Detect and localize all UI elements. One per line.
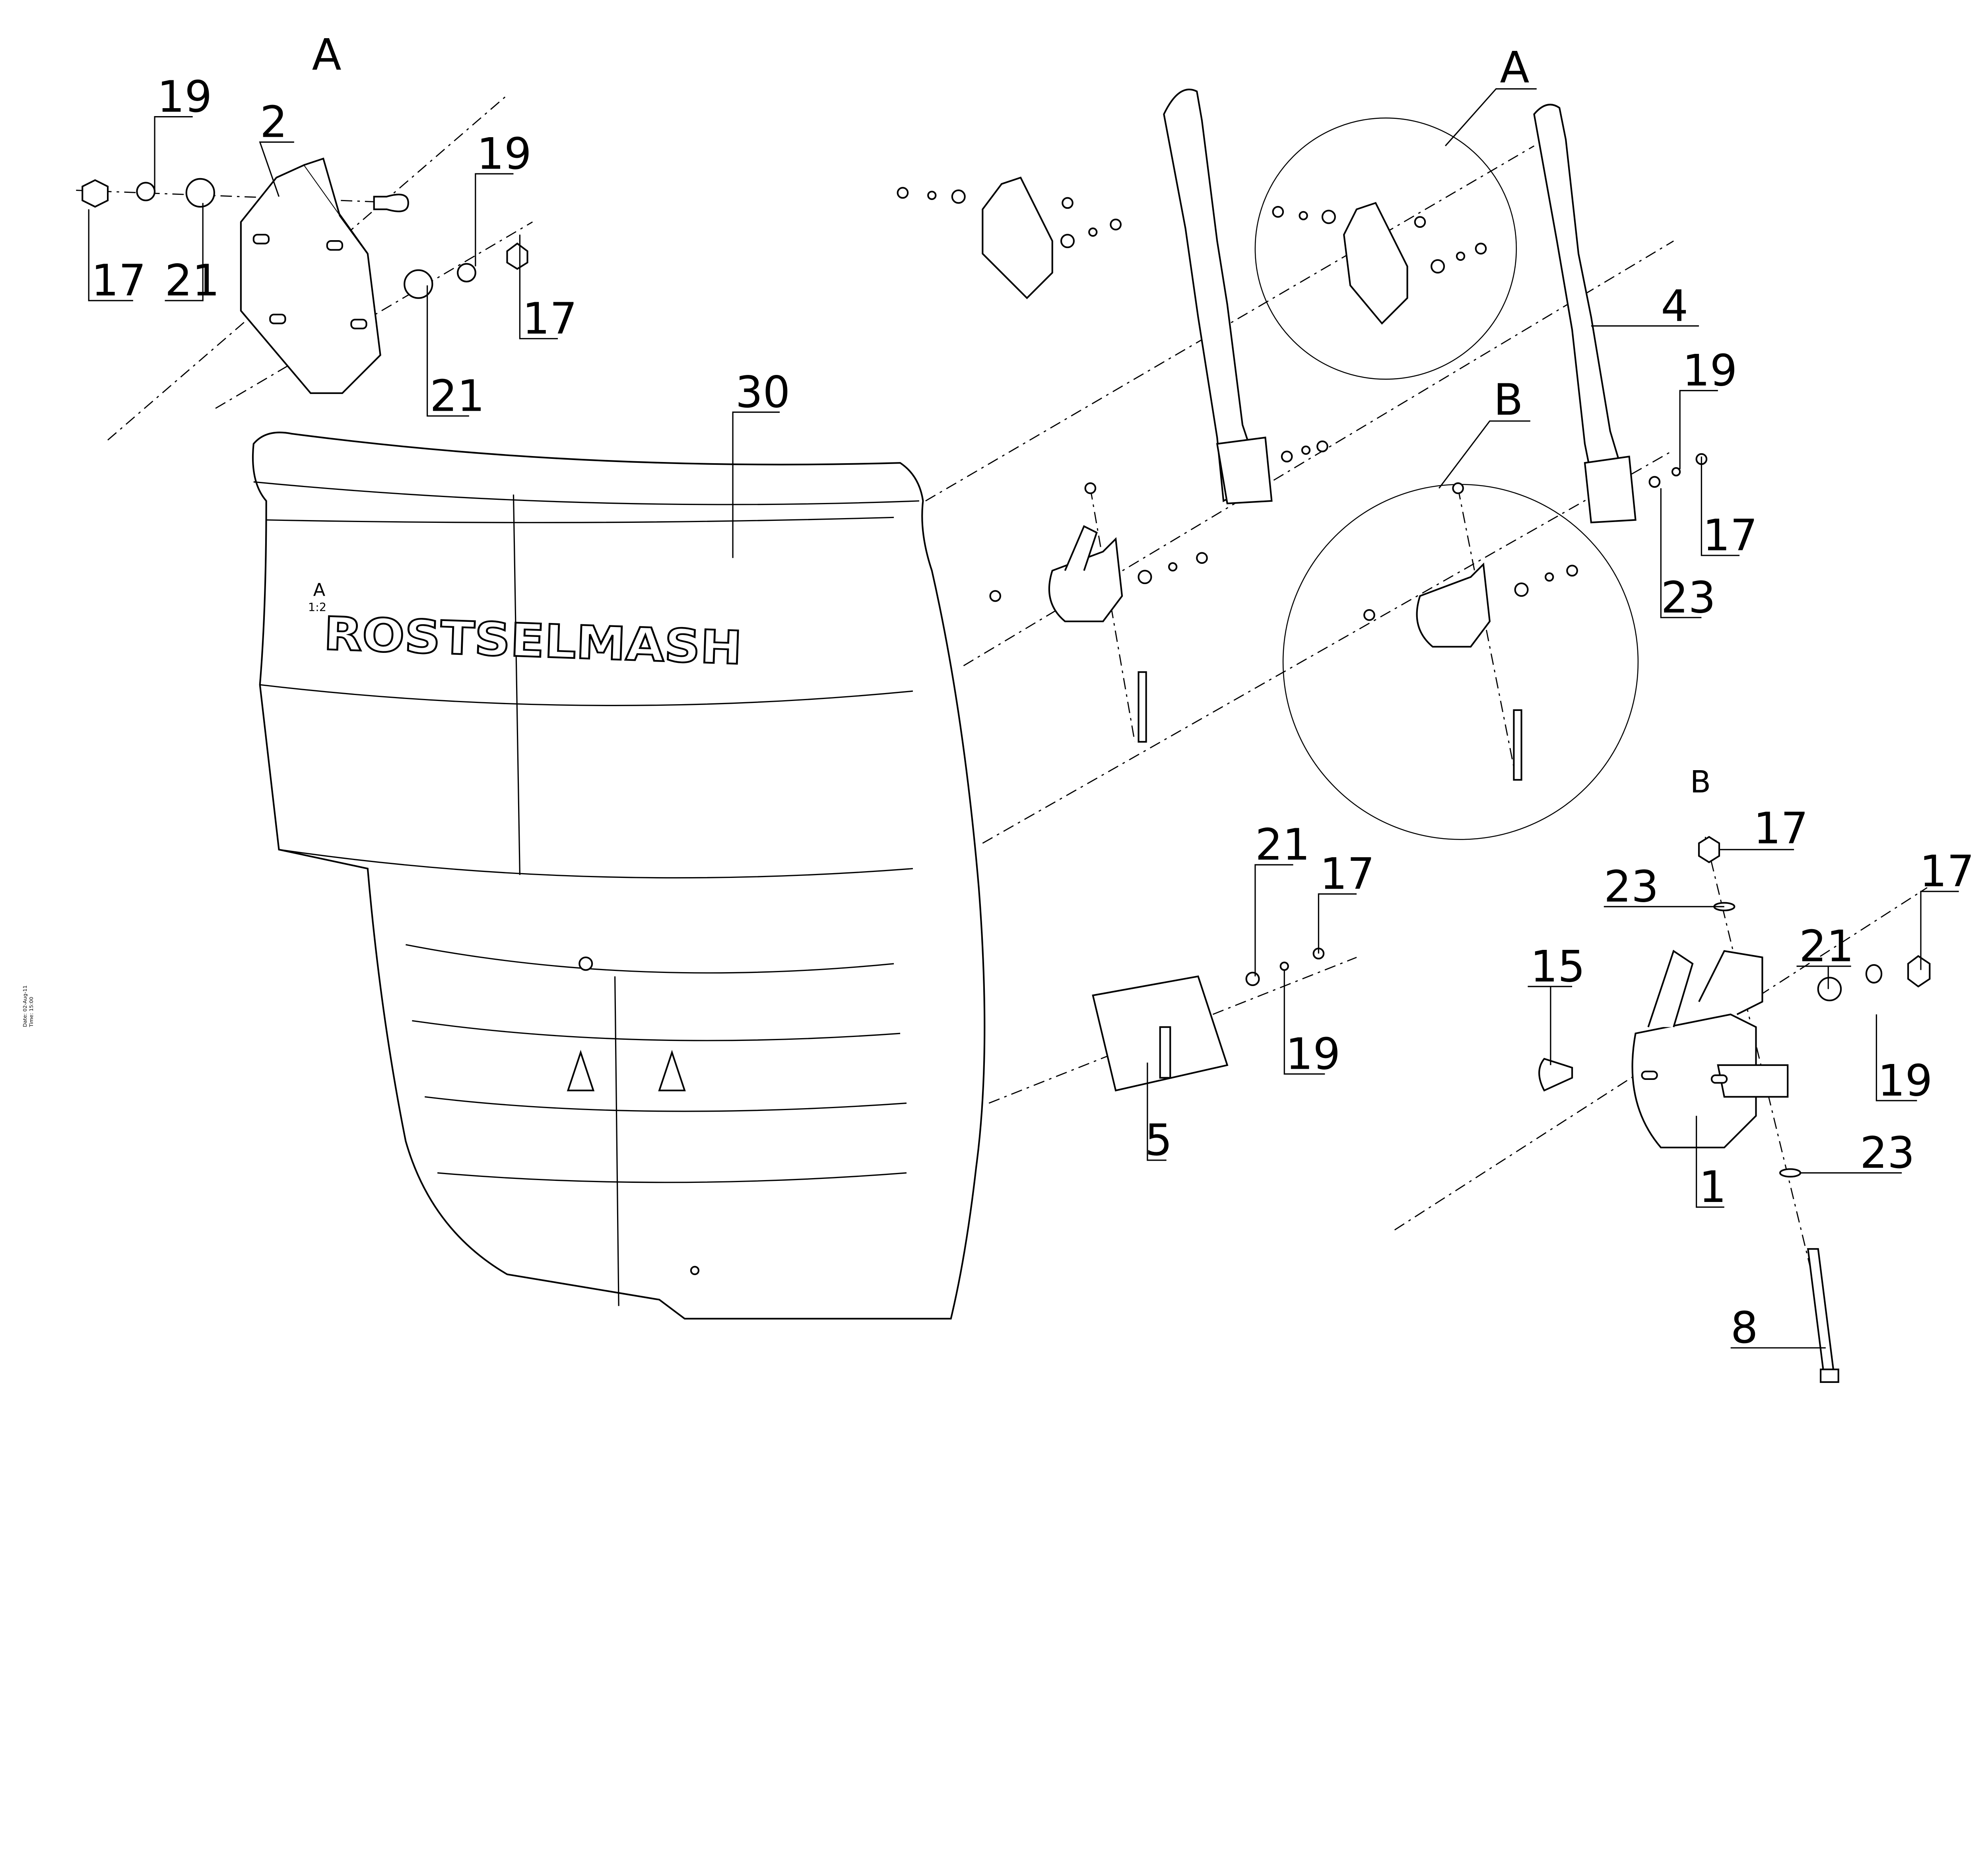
callout: 21 [1255,819,1310,870]
callout: 19 [1683,346,1738,396]
bracket-1-assembly [1538,836,1931,1383]
logo-note-scale: 1:2 [308,600,326,614]
stamp-time: Time: 15:00 [29,997,35,1027]
callout: 17 [1320,849,1375,899]
logo-note-a: A [313,580,326,600]
callout: 19 [477,128,532,179]
stamp-date: Date: 02-Aug-11 [22,985,28,1027]
callout: 1 [1699,1162,1726,1212]
callout: 17 [1703,510,1758,561]
view-label-b: B [1690,765,1711,800]
callout: 4 [1661,281,1688,331]
washer-21 [185,178,215,208]
callout: 23 [1604,861,1659,912]
callout: 19 [157,72,212,122]
callout-leaders [88,88,1959,1349]
bracket-plate-2 [82,157,528,394]
lock-washer-19 [136,182,156,202]
detail-circle-a [1254,117,1517,380]
exploded-parts-diagram: A 1:2 ROSTSELMASH [22,30,1974,1383]
callout: 2 [260,97,287,148]
callout: 19 [1878,1055,1933,1106]
mid-assembly [897,88,1708,1092]
callout: 17 [1753,803,1808,854]
callout: 21 [430,371,485,421]
callout: 23 [1661,572,1716,623]
callout: 17 [522,293,577,344]
view-label-b-detail: B [1493,375,1523,425]
callout: 8 [1731,1303,1758,1353]
callout: 17 [1920,846,1974,897]
callout: 5 [1145,1115,1172,1165]
callout: 19 [1285,1029,1340,1079]
view-label-a-detail: A [1500,43,1529,93]
callout: 21 [165,255,220,306]
callout: 17 [91,255,146,306]
detail-circle-b [1282,484,1639,840]
callout-numbers: 19 2 19 17 21 17 21 30 4 19 17 23 17 23 … [91,72,1974,1353]
callout: 23 [1860,1128,1915,1178]
view-label-a: A [312,30,341,80]
callout: 30 [735,367,790,417]
hood-panel [252,431,986,1320]
nut-17 [82,179,109,208]
callout: 15 [1530,941,1585,992]
print-stamp: Date: 02-Aug-11 Time: 15:00 [22,985,35,1027]
callout: 21 [1799,921,1854,971]
